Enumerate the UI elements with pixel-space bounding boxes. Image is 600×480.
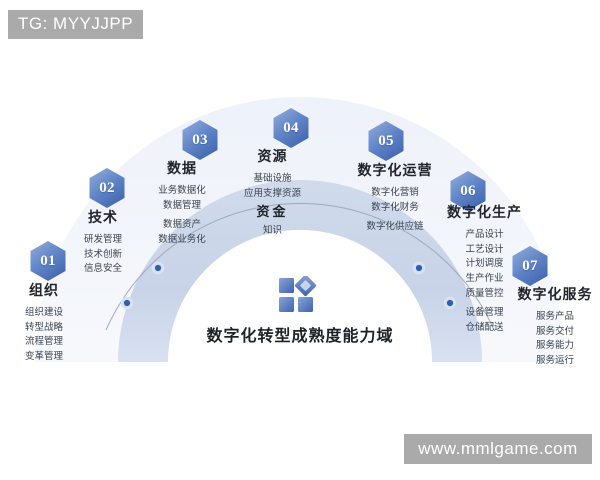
- node-item: 服务交付: [535, 325, 574, 337]
- node-block-01: 组织组织建设转型战略流程管理变革管理: [0, 283, 114, 365]
- hex-badge-06[interactable]: 06: [449, 170, 487, 212]
- watermark-top-left: TG: MYYJJPP: [8, 10, 144, 39]
- node-item: 仓储配送: [465, 322, 504, 334]
- hex-badge-07[interactable]: 07: [511, 245, 549, 287]
- node-item: 服务能力: [535, 340, 574, 352]
- node-item: 研发管理: [83, 233, 122, 245]
- node-title: 资源: [257, 149, 288, 165]
- hexagon-icon: [30, 241, 66, 281]
- node-item: 数字化营销: [371, 186, 419, 198]
- arc-dot: [123, 299, 131, 307]
- node-title: 数字化生产: [447, 205, 522, 221]
- node-item: 生产作业: [465, 272, 504, 284]
- hexagon-icon: [512, 246, 548, 286]
- node-item-list: 研发管理技术创新信息安全: [33, 233, 173, 277]
- node-title: 组织: [29, 283, 59, 299]
- node-title: 数字化运营: [357, 163, 433, 179]
- node-item: 质量管控: [465, 287, 504, 299]
- node-title: 数据: [167, 161, 197, 177]
- node-item: 基础设施: [253, 172, 292, 184]
- hex-badge-05[interactable]: 05: [367, 120, 405, 162]
- four-tiles-icon: [277, 274, 323, 314]
- hexagon-icon: [89, 168, 125, 208]
- node-item: 信息安全: [83, 263, 122, 275]
- node-item-list: 服务产品服务交付服务能力服务运行: [485, 310, 600, 369]
- hexagon-icon: [182, 120, 218, 160]
- hex-badge-number: 03: [192, 131, 208, 148]
- arc-dot: [446, 299, 454, 307]
- node-item: 知识: [262, 225, 282, 237]
- node-item: 数字化财务: [371, 201, 419, 213]
- arc-dot: [415, 264, 423, 272]
- node-block-03: 数据业务数据化数据管理数据资产数据业务化: [112, 161, 252, 248]
- hex-badge-number: 07: [522, 257, 538, 274]
- center-title: 数字化转型成熟度能力域: [206, 326, 394, 345]
- node-item: 产品设计: [465, 228, 504, 240]
- node-item-list: 数字化营销数字化财务数字化供应链: [325, 186, 465, 235]
- arc-dot: [154, 264, 162, 272]
- center-label-block: 数字化转型成熟度能力域: [170, 274, 430, 346]
- hex-badge-number: 06: [460, 182, 476, 199]
- node-item: 流程管理: [24, 336, 63, 348]
- arc-band: [118, 180, 482, 362]
- hex-badge-number: 02: [99, 179, 115, 196]
- node-item: 资金: [256, 205, 289, 221]
- hexagon-icon: [450, 171, 486, 211]
- node-item: 服务运行: [535, 354, 574, 366]
- node-item: 组织建设: [24, 306, 63, 318]
- hex-badge-04[interactable]: 04: [272, 107, 310, 149]
- node-item: 数据业务化: [158, 233, 206, 245]
- node-item: 数据资产: [162, 219, 201, 231]
- hex-badge-01[interactable]: 01: [29, 240, 67, 282]
- hex-badge-03[interactable]: 03: [181, 119, 219, 161]
- node-block-05: 数字化运营数字化营销数字化财务数字化供应链: [325, 163, 465, 235]
- node-item: 设备管理: [465, 307, 504, 319]
- node-item: 工艺设计: [465, 243, 504, 255]
- node-item: 计划调度: [465, 258, 504, 270]
- arc-dot-group: [120, 261, 457, 310]
- node-item: 应用支撑资源: [243, 187, 301, 199]
- node-item: 业务数据化: [158, 184, 206, 196]
- node-block-02: 技术研发管理技术创新信息安全: [33, 210, 173, 277]
- node-item-list: 业务数据化数据管理数据资产数据业务化: [112, 184, 252, 248]
- node-block-04: 资源基础设施应用支撑资源资金知识: [200, 149, 345, 239]
- hex-badge-02[interactable]: 02: [88, 167, 126, 209]
- node-title: 数字化服务: [517, 287, 593, 303]
- hex-badge-number: 01: [40, 252, 56, 269]
- node-item-list: 基础设施应用支撑资源资金知识: [200, 172, 345, 239]
- arc-connector-line: [105, 203, 495, 331]
- arc-core-fill: [168, 230, 432, 362]
- node-item: 技术创新: [83, 248, 122, 260]
- node-item: 服务产品: [535, 310, 574, 322]
- hexagon-icon: [368, 121, 404, 161]
- hexagon-icon: [273, 108, 309, 148]
- hex-badge-number: 04: [283, 119, 299, 136]
- node-title: 技术: [88, 210, 118, 226]
- watermark-bottom-right: www.mmlgame.com: [404, 434, 592, 464]
- node-item: 转型战略: [24, 321, 63, 333]
- node-block-07: 数字化服务服务产品服务交付服务能力服务运行: [485, 287, 600, 369]
- node-block-06: 数字化生产产品设计工艺设计计划调度生产作业质量管控设备管理仓储配送: [412, 205, 557, 336]
- node-item: 数字化供应链: [366, 221, 424, 233]
- hex-badge-number: 05: [378, 132, 394, 149]
- node-item-list: 产品设计工艺设计计划调度生产作业质量管控设备管理仓储配送: [412, 228, 557, 336]
- node-item: 数据管理: [162, 199, 201, 211]
- node-item-list: 组织建设转型战略流程管理变革管理: [0, 306, 114, 365]
- node-item: 变革管理: [24, 350, 63, 362]
